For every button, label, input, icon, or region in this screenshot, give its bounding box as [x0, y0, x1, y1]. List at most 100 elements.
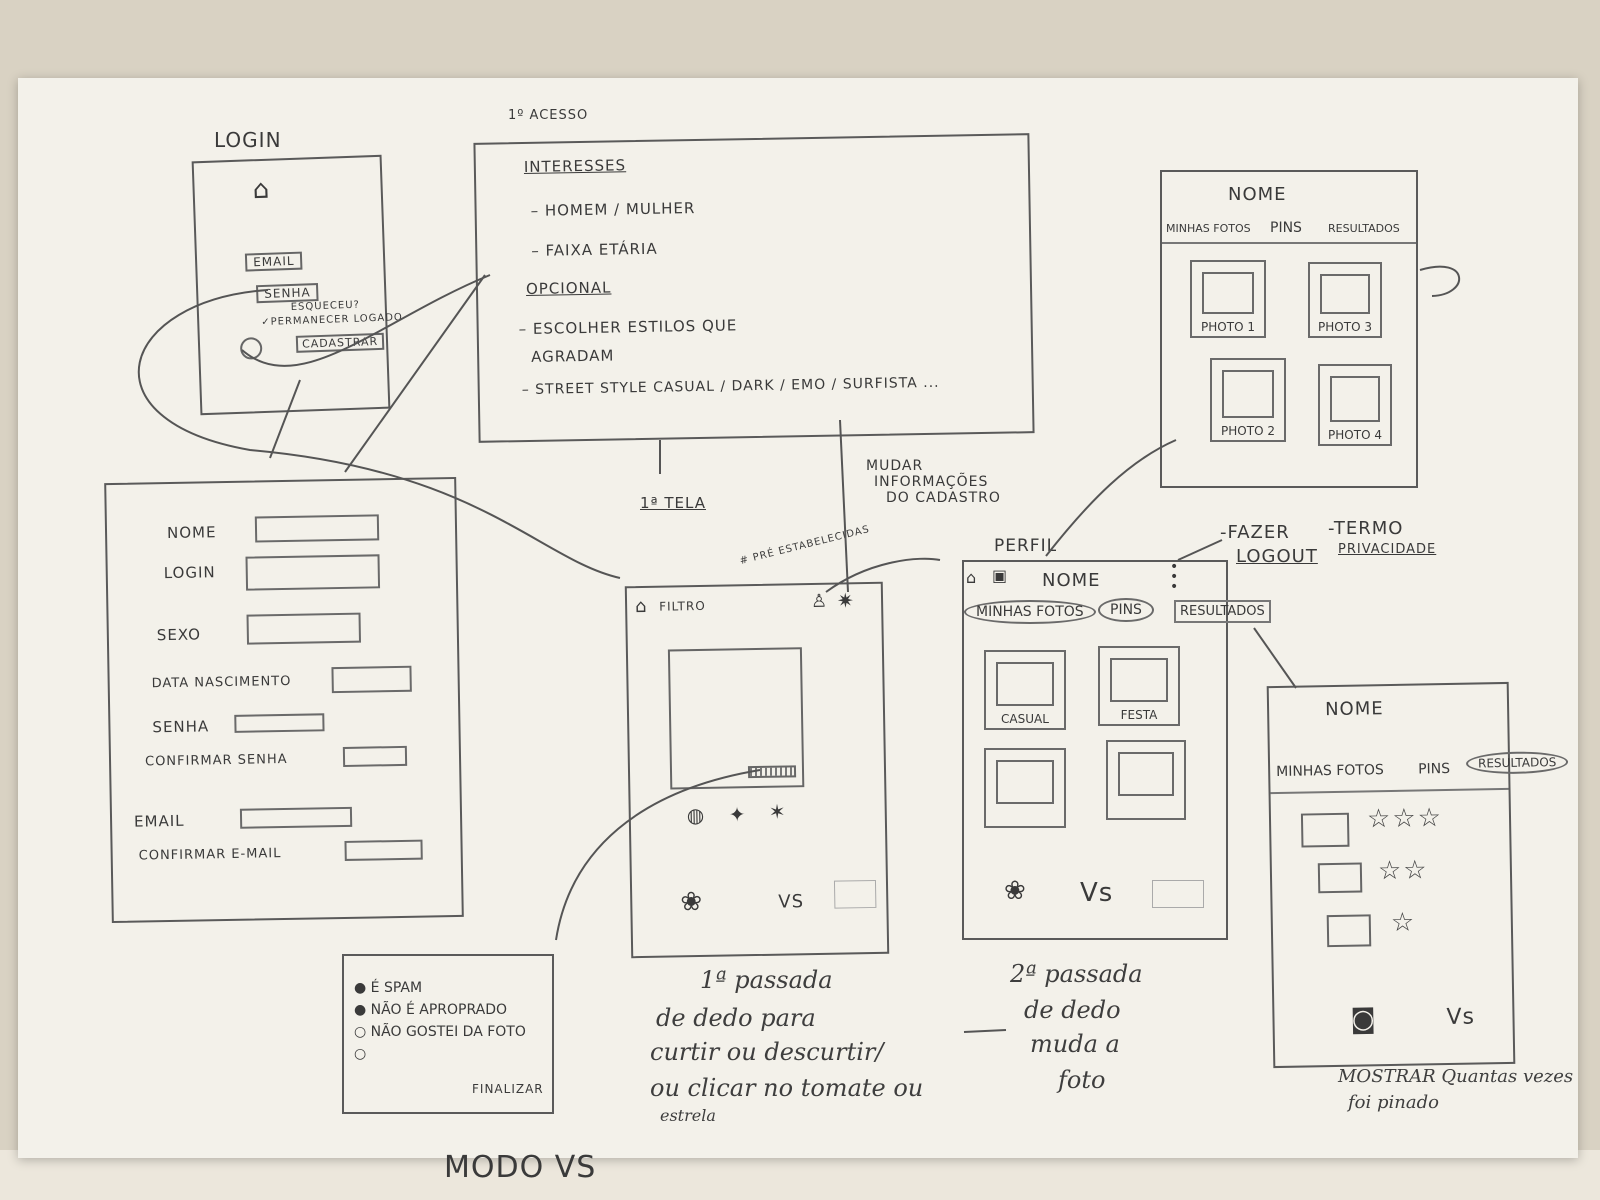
photo-2-label: PHOTO 2 — [1221, 424, 1275, 438]
login-title: LOGIN — [214, 128, 282, 152]
progress-bar — [747, 765, 797, 779]
hanger-icon[interactable]: ⌂ — [966, 568, 977, 587]
settings-icon[interactable]: ✷ — [836, 588, 855, 613]
fazer-logout-2[interactable]: LOGOUT — [1236, 546, 1318, 567]
nao-gostei-option[interactable]: ○ NÃO GOSTEI DA FOTO — [354, 1024, 526, 1040]
mudar-note-2: INFORMAÇÕES — [874, 474, 989, 490]
estilos-line1: – ESCOLHER ESTILOS QUE — [518, 316, 738, 339]
passada2-line2: de dedo — [1024, 996, 1121, 1024]
passada1-line3: curtir ou descurtir/ — [650, 1038, 884, 1066]
tab-resultados[interactable]: RESULTADOS — [1328, 222, 1400, 235]
photo-2-frame — [1222, 370, 1274, 418]
estilos-line2: AGRADAM — [531, 346, 615, 366]
opcional-title: OPCIONAL — [525, 278, 612, 298]
tab-minhas-fotos[interactable]: MINHAS FOTOS — [1166, 222, 1251, 235]
mostrar-note-1: MOSTRAR Quantas vezes — [1338, 1066, 1574, 1087]
sexo-label: SEXO — [156, 625, 202, 645]
result-stars-3: ☆☆☆ — [1366, 803, 1444, 835]
confirmar-email-input[interactable] — [344, 839, 423, 861]
group-icon[interactable]: ❀ — [680, 886, 703, 918]
vs-button[interactable]: Vs — [1080, 878, 1114, 908]
result-photo-3[interactable] — [1326, 914, 1372, 948]
hanger-icon[interactable]: ⌂ — [634, 595, 647, 618]
empty-option[interactable]: ○ — [354, 1046, 367, 1062]
passada2-line1: 2ª passada — [1010, 960, 1143, 988]
photo-1[interactable]: PHOTO 1 — [1190, 260, 1266, 338]
nascimento-label: DATA NASCIMENTO — [151, 673, 292, 692]
signup-screen: NOME LOGIN SEXO DATA NASCIMENTO SENHA CO… — [104, 476, 464, 924]
cadastrar-button[interactable]: CADASTRAR — [295, 332, 385, 353]
thumb-3[interactable] — [984, 748, 1066, 828]
result-photo-2[interactable] — [1317, 862, 1363, 894]
perfil-screen: ⌂ ▣ NOME ••• MINHAS FOTOS PINS RESULTADO… — [962, 559, 1271, 940]
empty-slot — [833, 879, 877, 909]
star-icon[interactable]: ✶ — [768, 799, 786, 824]
photo-3-frame — [1320, 274, 1370, 314]
login-input[interactable] — [245, 554, 381, 591]
nascimento-input[interactable] — [331, 665, 412, 694]
vs-button[interactable]: Vs — [1446, 1004, 1476, 1031]
confirmar-senha-label: CONFIRMAR SENHA — [144, 751, 288, 770]
homem-mulher[interactable]: – HOMEM / MULHER — [530, 199, 696, 220]
sexo-input[interactable] — [246, 612, 362, 645]
hanger-icon: ⌂ — [252, 174, 270, 206]
estilos-line3[interactable]: – STREET STYLE CASUAL / DARK / EMO / SUR… — [521, 374, 940, 399]
pin-icon[interactable]: ✦ — [728, 802, 746, 827]
stay-logged[interactable]: ✓PERMANECER LOGADO — [261, 312, 404, 329]
tab-divider — [1162, 242, 1416, 244]
nao-apropriado-option[interactable]: ● NÃO É APROPRADO — [354, 1002, 507, 1018]
tomato-icon[interactable]: ◍ — [686, 802, 705, 828]
spam-option[interactable]: ● É SPAM — [354, 980, 423, 996]
confirmar-senha-input[interactable] — [342, 745, 408, 767]
senha-field[interactable]: SENHA — [255, 283, 319, 304]
thumb-casual-label: CASUAL — [1001, 712, 1049, 726]
passada1-line1: 1ª passada — [700, 966, 833, 994]
photo-3[interactable]: PHOTO 3 — [1308, 262, 1382, 338]
thumb-4[interactable] — [1106, 740, 1186, 820]
photo-4-frame — [1330, 376, 1380, 422]
tab-pins[interactable]: PINS — [1418, 760, 1451, 778]
mudar-note-1: MUDAR — [866, 458, 924, 474]
result-stars-1: ☆ — [1390, 907, 1417, 939]
fazer-logout-1[interactable]: -FAZER — [1220, 522, 1290, 543]
camera-icon[interactable]: ▣ — [992, 566, 1008, 585]
thumb-festa[interactable]: FESTA — [1098, 646, 1180, 726]
menu-dots-icon[interactable]: ••• — [1170, 559, 1179, 595]
email-field[interactable]: EMAIL — [244, 251, 303, 272]
primeira-tela-label: 1ª TELA — [640, 494, 706, 512]
tab-pins[interactable]: PINS — [1098, 598, 1154, 622]
thumb-casual[interactable]: CASUAL — [984, 650, 1066, 730]
profile-icon[interactable]: ♙ — [810, 590, 828, 613]
faixa-etaria[interactable]: – FAIXA ETÁRIA — [531, 239, 658, 260]
acesso-screen: INTERESSES – HOMEM / MULHER – FAIXA ETÁR… — [473, 133, 1035, 443]
tab-pins[interactable]: PINS — [1270, 220, 1302, 236]
camera-icon[interactable]: ◙ — [1350, 1004, 1377, 1035]
email-input[interactable] — [239, 806, 353, 829]
tab-minhas-fotos[interactable]: MINHAS FOTOS — [1276, 762, 1384, 780]
passada1-line5: estrela — [660, 1106, 716, 1125]
photo-4[interactable]: PHOTO 4 — [1318, 364, 1392, 446]
acesso-header: 1º ACESSO — [508, 108, 589, 123]
photo-2[interactable]: PHOTO 2 — [1210, 358, 1286, 442]
termo-1[interactable]: -TERMO — [1328, 518, 1404, 539]
spam-label: É SPAM — [370, 980, 423, 996]
nome-input[interactable] — [254, 514, 380, 543]
filtro-label[interactable]: FILTRO — [659, 598, 706, 614]
passada2-line4: foto — [1058, 1066, 1106, 1094]
result-stars-2: ☆☆ — [1377, 855, 1429, 887]
finalizar-button[interactable]: FINALIZAR — [472, 1082, 544, 1096]
group-icon[interactable]: ❀ — [1004, 876, 1026, 906]
photo-1-label: PHOTO 1 — [1201, 320, 1255, 334]
login-screen: ⌂ EMAIL SENHA ESQUECEU? ✓PERMANECER LOGA… — [191, 154, 403, 416]
thumb-casual-frame — [996, 662, 1054, 706]
tab-resultados[interactable]: RESULTADOS — [1174, 600, 1271, 623]
photo-4-label: PHOTO 4 — [1328, 428, 1382, 442]
senha-input[interactable] — [234, 713, 325, 733]
vs-button[interactable]: VS — [778, 891, 805, 913]
termo-2[interactable]: PRIVACIDADE — [1338, 542, 1437, 557]
tab-minhas-fotos[interactable]: MINHAS FOTOS — [964, 600, 1096, 624]
email-label: EMAIL — [133, 811, 185, 831]
thumb-festa-frame — [1110, 658, 1168, 702]
result-photo-1[interactable] — [1300, 812, 1350, 848]
forgot-link[interactable]: ESQUECEU? — [290, 299, 361, 314]
